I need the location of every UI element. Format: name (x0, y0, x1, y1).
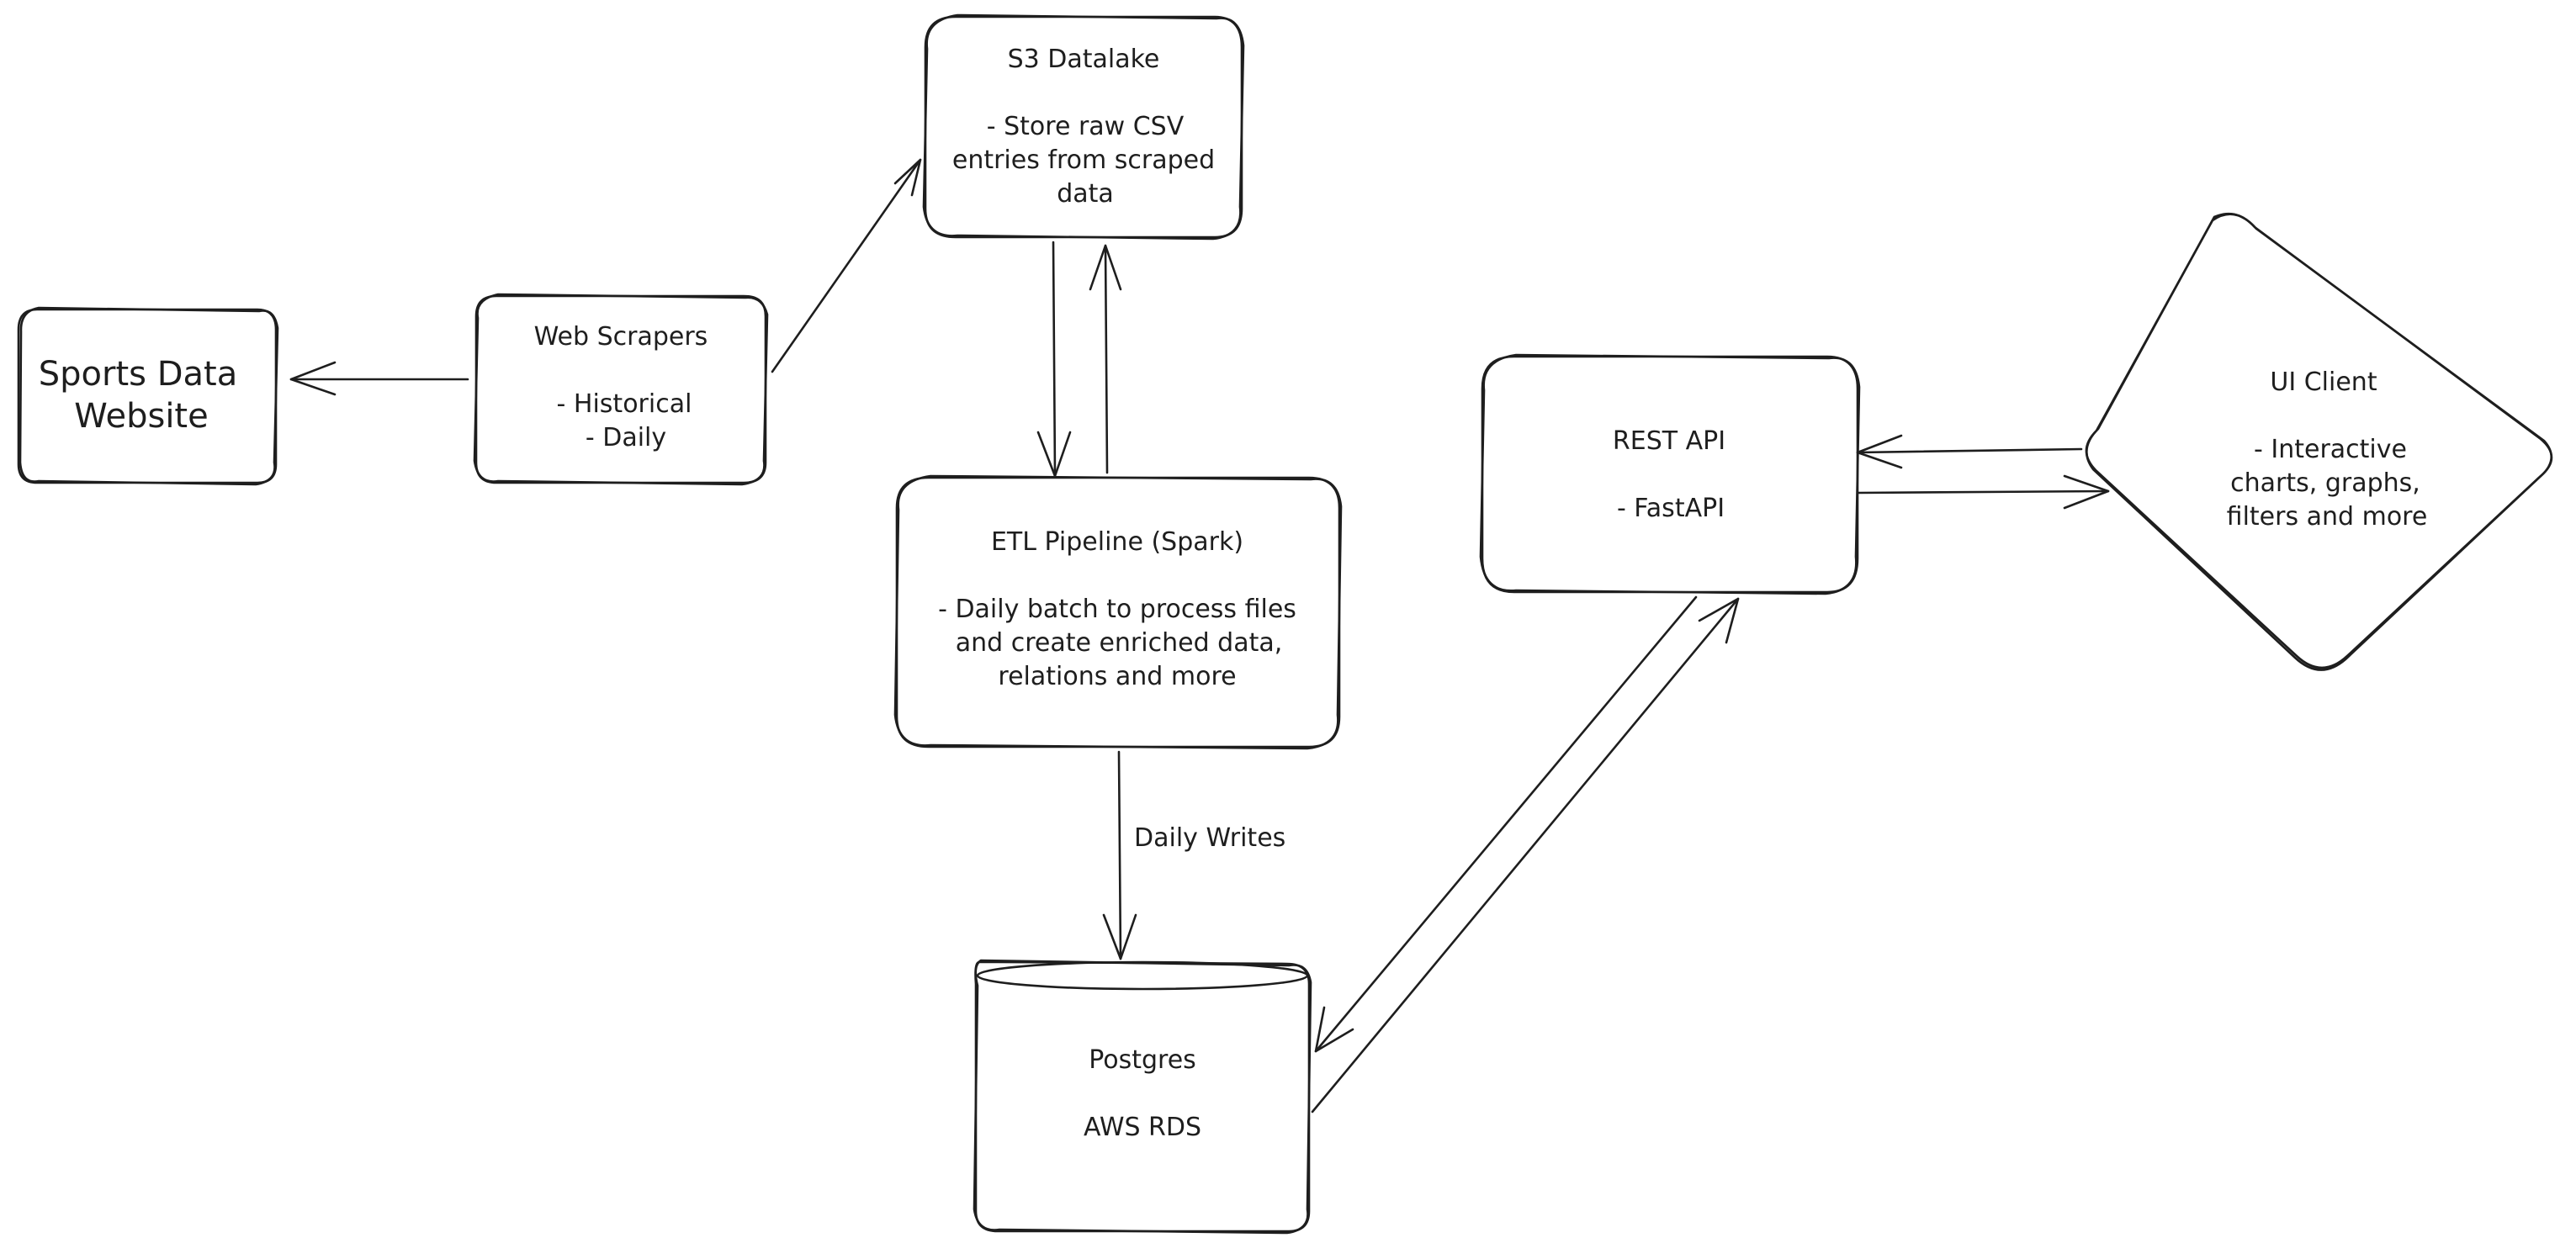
node-rest-api-line-1: REST API (1613, 426, 1725, 456)
node-sports-data-website: Sports Data Website (17, 306, 279, 486)
node-ui-client-line-5: filters and more (2227, 502, 2428, 532)
node-etl-pipeline-line-4: and create enriched data, (956, 628, 1283, 658)
edge-rest-api-to-postgres (1314, 595, 1698, 1053)
node-web-scrapers-line-4: - Daily (586, 423, 666, 452)
edge-etl-pipeline-to-s3-datalake (1089, 244, 1122, 474)
node-rest-api-line-3: - FastAPI (1617, 494, 1725, 523)
edge-ui-client-to-rest-api (1856, 434, 2083, 469)
edge-rest-api-to-ui-client (1856, 474, 2110, 510)
node-postgres-line-1: Postgres (1089, 1045, 1196, 1075)
daily-writes-label: Daily Writes (1134, 823, 1285, 853)
node-s3-datalake-line-5: data (1057, 179, 1114, 209)
edge-etl-pipeline-to-postgres: Daily Writes (1102, 750, 1285, 960)
edge-postgres-to-rest-api (1311, 597, 1740, 1113)
node-s3-datalake-line-1: S3 Datalake (1008, 45, 1160, 74)
edge-web-scrapers-to-sports-data-website (289, 361, 469, 396)
node-s3-datalake: S3 Datalake - Store raw CSV entries from… (922, 13, 1245, 241)
node-ui-client: UI Client - Interactive charts, graphs, … (2085, 213, 2553, 671)
node-postgres-line-3: AWS RDS (1084, 1113, 1201, 1142)
node-sports-data-website-line-1: Sports Data (39, 355, 237, 394)
node-etl-pipeline-line-3: - Daily batch to process files (938, 595, 1296, 624)
node-etl-pipeline: ETL Pipeline (Spark) - Daily batch to pr… (893, 474, 1343, 750)
node-ui-client-line-4: charts, graphs, (2230, 468, 2420, 498)
edges: Daily Writes (289, 158, 2110, 1113)
node-s3-datalake-line-4: entries from scraped (952, 145, 1215, 175)
node-rest-api: REST API - FastAPI (1479, 353, 1861, 595)
edge-s3-datalake-to-etl-pipeline (1036, 241, 1072, 478)
node-etl-pipeline-line-1: ETL Pipeline (Spark) (991, 527, 1243, 557)
node-postgres: Postgres AWS RDS (973, 959, 1312, 1235)
node-web-scrapers-line-3: - Historical (557, 389, 692, 419)
node-web-scrapers: Web Scrapers - Historical - Daily (473, 293, 769, 486)
edge-web-scrapers-to-s3-datalake (771, 158, 922, 373)
node-web-scrapers-line-1: Web Scrapers (534, 322, 708, 352)
node-ui-client-line-3: - Interactive (2254, 435, 2407, 464)
node-s3-datalake-line-3: - Store raw CSV (987, 112, 1185, 141)
node-ui-client-line-1: UI Client (2270, 368, 2377, 397)
node-etl-pipeline-line-5: relations and more (998, 662, 1236, 691)
node-sports-data-website-line-2: Website (74, 397, 208, 436)
